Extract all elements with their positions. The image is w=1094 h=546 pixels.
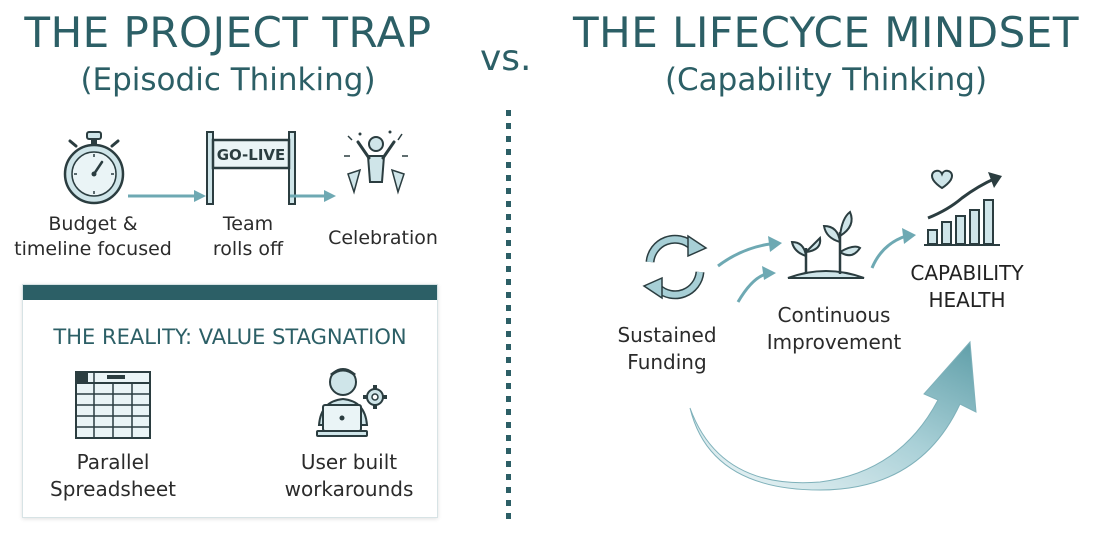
parallel-spreadsheet-line1: Parallel [76,450,150,474]
step-budget-line1: Budget & [48,213,138,235]
stopwatch-icon [63,131,125,205]
step-budget-label: Budget & timeline focused [12,212,174,262]
right-title: THE LIFECYCE MINDSET [572,8,1079,57]
dotted-divider [506,110,512,535]
continuous-improvement-label: Continuous Improvement [756,302,912,356]
step-team-label: Team rolls off [196,212,300,262]
flow-arrow-2 [290,190,336,202]
sustained-funding-line2: Funding [627,350,707,374]
flow-arrow-1 [128,190,206,202]
capability-health-line1: CAPABILITY [910,261,1024,285]
go-live-sign-text: GO-LIVE [217,146,286,164]
reality-title: THE REALITY: VALUE STAGNATION [53,325,407,349]
big-upward-arrow [689,340,977,491]
sprouting-plants-icon [787,210,865,279]
capability-health-line2: HEALTH [928,288,1006,312]
step-budget-line2: timeline focused [14,238,172,260]
user-workarounds-label: User built workarounds [269,449,429,503]
continuous-improvement-line2: Improvement [766,330,902,354]
sustained-funding-label: Sustained Funding [602,322,732,376]
vs-label: vs. [480,38,532,79]
spreadsheet-icon [75,371,151,439]
step-celebration-label: Celebration [328,227,438,249]
capability-health-label: CAPABILITY HEALTH [892,260,1042,314]
parallel-spreadsheet-line2: Spreadsheet [50,477,176,501]
left-subtitle: (Episodic Thinking) [80,62,376,98]
user-workarounds-line2: workarounds [284,477,414,501]
curved-arrows [717,228,916,303]
celebration-icon [344,130,408,195]
right-subtitle: (Capability Thinking) [664,62,988,98]
user-laptop-gear-icon [316,368,387,437]
reality-box-header-bar [23,285,437,300]
go-live-sign-icon: GO-LIVE [206,131,296,205]
left-title: THE PROJECT TRAP [24,8,432,57]
step-team-line2: rolls off [212,238,284,260]
step-team-line1: Team [222,213,274,235]
cycle-arrows-icon [642,234,708,300]
sustained-funding-line1: Sustained [617,323,717,347]
growth-chart-heart-icon [924,169,1002,246]
user-workarounds-line1: User built [300,450,398,474]
parallel-spreadsheet-label: Parallel Spreadsheet [33,449,193,503]
reality-box: THE REALITY: VALUE STAGNATION Paral [22,284,438,518]
continuous-improvement-line1: Continuous [777,303,891,327]
